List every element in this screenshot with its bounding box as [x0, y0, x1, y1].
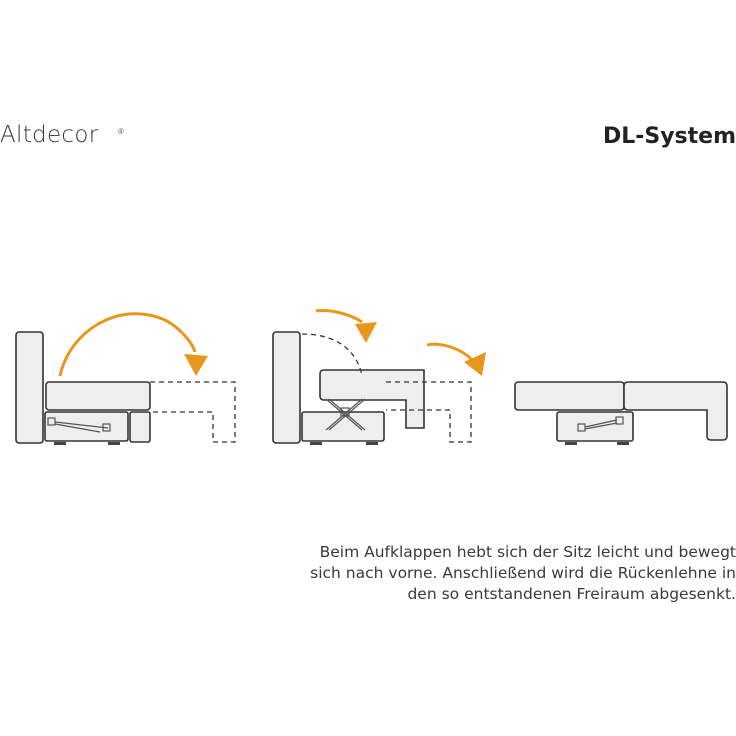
unfolded-outline [386, 381, 472, 443]
step-sofa-position [15, 312, 236, 445]
lift-mechanism [577, 416, 624, 432]
backrest [15, 331, 44, 444]
foot-right [366, 442, 378, 445]
registered-mark: ® [118, 127, 124, 136]
bed-box [44, 411, 129, 442]
system-title: DL-System [602, 124, 736, 149]
caption-line: sich nach vorne. Anschließend wird die R… [310, 564, 736, 582]
fold-arrow-head [184, 354, 208, 376]
step-seat-lifting [272, 309, 486, 445]
lift-arrow-head [355, 322, 377, 343]
foot-left [565, 442, 577, 445]
brand-logo: Altdecor [0, 122, 99, 148]
bed-box [301, 411, 385, 442]
caption: Beim Aufklappen hebt sich der Sitz leich… [256, 542, 736, 605]
backrest-lowered [514, 381, 625, 411]
foot-left [54, 442, 66, 445]
backrest [272, 331, 301, 444]
forward-arrow-head [464, 352, 486, 376]
lift-mechanism [47, 417, 111, 433]
caption-line: den so entstandenen Freiraum abgesenkt. [407, 585, 736, 603]
backrest-path [301, 333, 363, 376]
foot-right [617, 442, 629, 445]
seat-cushion [45, 381, 151, 411]
step-bed-position [514, 381, 728, 445]
seat-extended [623, 381, 728, 441]
fold-arrow [58, 312, 197, 377]
lift-mechanism [325, 398, 366, 431]
foot-left [310, 442, 322, 445]
lift-arrow [315, 309, 363, 324]
armrest-base [129, 411, 151, 443]
bed-box [556, 411, 634, 442]
unfolded-outline [150, 381, 236, 443]
forward-arrow [426, 342, 474, 362]
foot-right [108, 442, 120, 445]
seat-cushion [319, 369, 425, 429]
caption-line: Beim Aufklappen hebt sich der Sitz leich… [319, 543, 736, 561]
